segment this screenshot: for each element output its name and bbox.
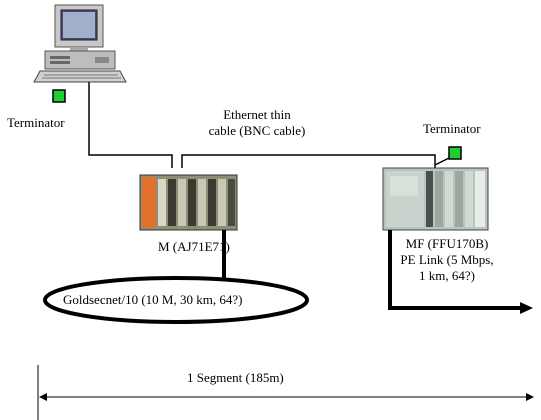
terminator-left-icon	[52, 89, 66, 103]
segment-label: 1 Segment (185m)	[187, 370, 284, 385]
goldsecnet-label: Goldsecnet/10 (10 M, 30 km, 64?)	[63, 292, 243, 307]
plc-right-icon	[382, 167, 489, 231]
cable-label-line2: cable (BNC cable)	[208, 123, 306, 138]
computer-icon	[33, 4, 127, 83]
terminator-right-label: Terminator	[423, 121, 481, 136]
plc-left-icon	[139, 174, 238, 231]
terminator-right-icon	[448, 146, 462, 160]
terminator-left-label: Terminator	[7, 115, 65, 130]
computer-cable	[88, 82, 173, 168]
terminator-right-connector	[434, 157, 450, 166]
plc-left-label: M (AJ71E71)	[158, 239, 230, 254]
pe-link-arrowhead	[520, 302, 533, 314]
plc-right-label-line3: 1 km, 64?)	[419, 268, 475, 283]
pe-link-line	[388, 230, 520, 310]
plc-right-label-line2: PE Link (5 Mbps,	[400, 252, 494, 267]
cable-label-line1: Ethernet thin	[223, 107, 291, 122]
goldsecnet-ellipse	[43, 276, 309, 324]
plc-right-label-line1: MF (FFU170B)	[405, 236, 489, 251]
